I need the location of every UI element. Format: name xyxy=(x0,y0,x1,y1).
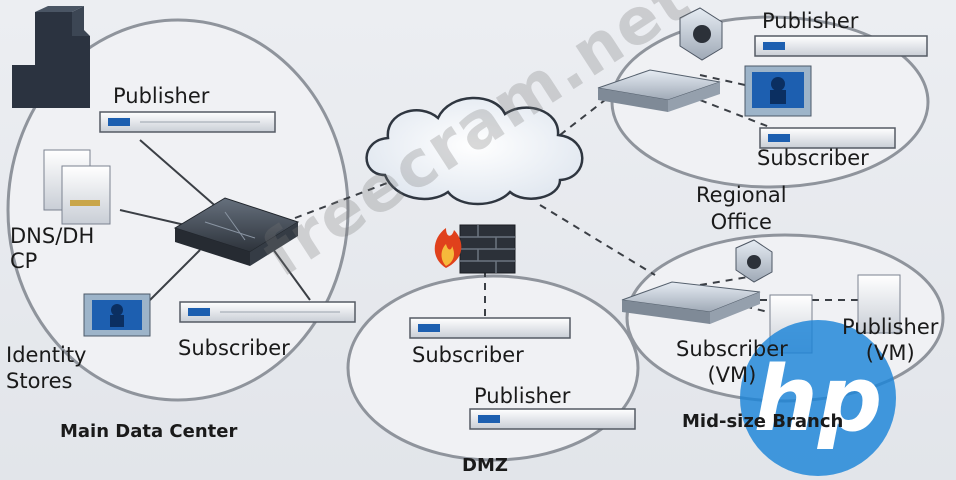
dmz-publisher-label: Publisher xyxy=(474,384,571,408)
mid-size-branch-label: Mid-size Branch xyxy=(682,411,844,432)
svg-text:hp: hp xyxy=(754,347,883,452)
branch-switch-icon xyxy=(621,281,761,324)
identity-stores-icon xyxy=(83,293,151,337)
branch-subscriber-label: Subscriber (VM) xyxy=(676,337,788,387)
regional-office-label: Regional Office xyxy=(696,183,787,234)
dmz-label: DMZ xyxy=(462,455,508,476)
dmz-publisher-server-icon xyxy=(469,408,636,430)
identity-stores-label: Identity Stores xyxy=(6,343,87,393)
mdc-switch-icon xyxy=(173,197,300,266)
ro-subscriber-label: Subscriber xyxy=(757,146,869,170)
mdc-publisher-label: Publisher xyxy=(113,84,210,108)
dmz-subscriber-server-icon xyxy=(409,317,571,339)
mdc-publisher-server-icon xyxy=(99,111,276,133)
firewall-icon xyxy=(434,224,516,274)
dns-dhcp-server-icon xyxy=(43,149,111,225)
branch-publisher-label: Publisher (VM) xyxy=(842,315,939,365)
dns-dhcp-label: DNS/DH CP xyxy=(10,224,95,273)
main-data-center-label: Main Data Center xyxy=(60,421,238,442)
branch-access-point-icon xyxy=(735,239,773,283)
mdc-subscriber-label: Subscriber xyxy=(178,336,290,360)
dmz-subscriber-label: Subscriber xyxy=(412,343,524,367)
regional-access-point-icon xyxy=(679,7,723,61)
hp-logo: hp xyxy=(740,320,896,476)
ro-identity-icon xyxy=(744,65,812,117)
branch-publisher-vm-icon xyxy=(857,274,901,334)
building-icon xyxy=(12,6,90,108)
mdc-subscriber-server-icon xyxy=(179,301,356,323)
ro-publisher-server-icon xyxy=(754,35,928,57)
regional-switch-icon xyxy=(597,69,721,112)
ro-publisher-label: Publisher xyxy=(762,9,859,33)
internet-cloud-icon xyxy=(365,96,584,206)
dmz-ellipse xyxy=(346,274,640,462)
ro-subscriber-server-icon xyxy=(759,127,896,149)
